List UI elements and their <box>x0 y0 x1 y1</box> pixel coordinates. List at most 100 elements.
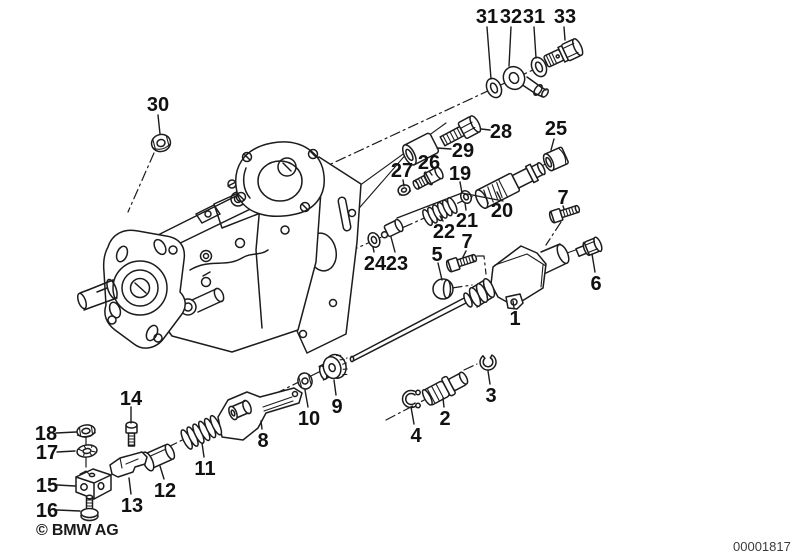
part-callout-32: 32 <box>500 6 522 67</box>
part-number-label: 28 <box>490 121 512 143</box>
part-number-label: 24 <box>364 253 387 275</box>
part-callout-21: 21 <box>456 202 478 232</box>
part-8-lever-bracket-shape <box>217 387 303 441</box>
part-number-label: 31 <box>476 6 498 28</box>
part-callout-8: 8 <box>257 420 269 452</box>
part-callout-17: 17 <box>36 442 76 464</box>
part-21-washer-shape <box>459 189 473 205</box>
part-17-lock-washer-shape <box>76 444 98 458</box>
part-callout-5: 5 <box>431 244 443 281</box>
part-13-clamp-plate-shape <box>109 451 148 478</box>
part-callout-1: 1 <box>509 300 521 330</box>
part-31b-washer-shape <box>530 56 548 78</box>
part-callout-3: 3 <box>485 370 497 407</box>
part-18-nut-shape <box>76 424 96 438</box>
part-callout-31: 31 <box>523 6 545 59</box>
part-callout-7: 7 <box>557 187 569 210</box>
part-30-nut-shape <box>150 133 172 153</box>
part-callout-12: 12 <box>154 465 176 502</box>
parts <box>75 38 603 522</box>
part-number-label: 13 <box>121 495 143 517</box>
part-number-label: 27 <box>391 160 413 182</box>
part-16-screw-shape <box>80 494 99 522</box>
part-number-label: 8 <box>257 430 268 452</box>
part-number-label: 2 <box>439 408 450 430</box>
part-number-label: 20 <box>491 200 513 222</box>
part-callout-23: 23 <box>386 236 408 275</box>
part-callout-27: 27 <box>391 160 413 187</box>
part-number-label: 7 <box>557 187 568 209</box>
part-number-label: 12 <box>154 480 176 502</box>
part-24-washer-shape <box>367 232 381 248</box>
part-number-label: 23 <box>386 253 408 275</box>
part-callout-16: 16 <box>36 500 81 522</box>
part-12-adjuster-shape <box>141 443 176 472</box>
part-7-bolt-right-shape <box>548 204 581 224</box>
part-33-hollow-bolt-shape <box>543 38 584 68</box>
part-number-label: 10 <box>298 408 320 430</box>
part-28-bolt-shape <box>439 115 482 147</box>
part-number-label: 19 <box>449 163 471 185</box>
part-callout-4: 4 <box>410 406 422 447</box>
part-callout-7: 7 <box>461 231 473 258</box>
part-6-fitting-shape <box>575 236 603 258</box>
part-25-sleeve-nut-shape <box>542 146 569 172</box>
part-number-label: 14 <box>120 388 143 410</box>
part-3-snap-ring-shape <box>479 354 497 371</box>
part-callout-19: 19 <box>396 163 504 219</box>
governor-cover-shape <box>235 141 325 217</box>
part-callout-11: 11 <box>194 442 216 480</box>
part-callout-28: 28 <box>480 121 512 143</box>
part-22-spring-shape <box>422 197 458 227</box>
part-callout-22: 22 <box>433 215 455 243</box>
part-number-label: 6 <box>590 273 601 295</box>
part-23-valve-shape <box>380 218 404 239</box>
part-31-washer-shape <box>485 77 503 99</box>
front-flange-shape <box>76 229 186 349</box>
part-number-label: 21 <box>456 210 478 232</box>
part-29-sleeve-shape <box>401 132 440 166</box>
part-number-label: 29 <box>452 140 474 162</box>
part-callout-10: 10 <box>298 389 320 430</box>
part-callout-31: 31 <box>476 6 498 80</box>
part-2-valve-shape <box>421 371 469 406</box>
part-callout-2: 2 <box>439 397 451 430</box>
part-number-label: 30 <box>147 94 169 116</box>
part-number-label: 11 <box>194 458 215 480</box>
part-callout-14: 14 <box>120 388 143 424</box>
part-callout-20: 20 <box>491 191 513 222</box>
part-number-label: 5 <box>431 244 442 266</box>
part-callout-29: 29 <box>436 140 474 162</box>
part-number-label: 16 <box>36 500 58 522</box>
part-number-label: 25 <box>545 118 567 140</box>
part-1-stop-solenoid-shape <box>349 243 570 363</box>
part-callout-25: 25 <box>545 118 567 151</box>
part-9-knurled-knob-shape <box>318 353 348 381</box>
part-callout-13: 13 <box>121 477 143 517</box>
part-callout-18: 18 <box>35 423 77 445</box>
part-number-label: 15 <box>36 475 58 497</box>
injection-pump-assembly <box>76 141 362 354</box>
part-number-label: 7 <box>461 231 472 253</box>
part-number-label: 26 <box>418 152 440 174</box>
image-number: 00001817 <box>733 539 791 554</box>
part-number-label: 17 <box>36 442 58 464</box>
part-5-cap-shape <box>432 278 454 300</box>
part-10-nut-shape <box>297 372 313 390</box>
copyright-text: © BMW AG <box>36 522 119 539</box>
part-number-label: 31 <box>523 6 545 28</box>
part-callout-6: 6 <box>590 253 602 295</box>
part-11-spring-shape <box>180 414 223 450</box>
part-4-circlip-shape <box>401 389 421 409</box>
part-32-banjo-fitting-shape <box>502 65 549 98</box>
part-callout-26: 26 <box>418 152 440 176</box>
part-number-label: 1 <box>509 308 520 330</box>
part-callout-15: 15 <box>36 475 76 497</box>
part-callout-9: 9 <box>331 379 343 418</box>
part-number-label: 22 <box>433 221 455 243</box>
part-number-label: 33 <box>554 6 576 28</box>
part-7-bolt-left-shape <box>445 253 478 273</box>
